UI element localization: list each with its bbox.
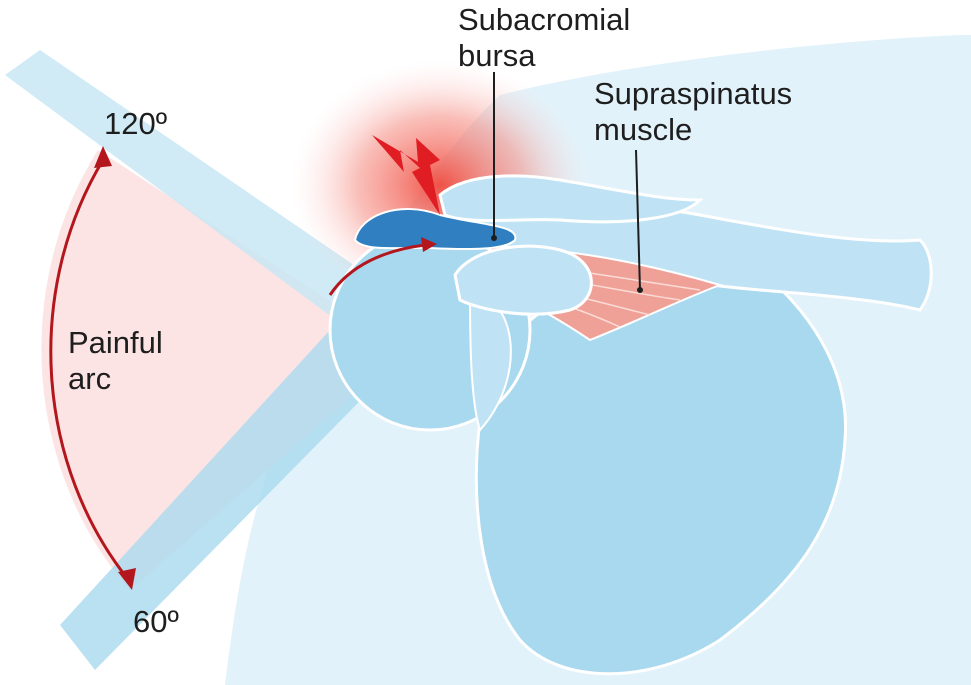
painful-arc-label-line-2: arc xyxy=(68,361,163,397)
muscle-leader-dot xyxy=(637,287,643,293)
angle-120-label: 120º xyxy=(104,106,167,142)
bursa-leader-dot xyxy=(491,235,497,241)
bursa-label-line-1: Subacromial xyxy=(458,2,630,38)
subacromial-bursa-label: Subacromial bursa xyxy=(458,2,630,74)
acromion xyxy=(455,246,591,314)
painful-arc-label: Painful arc xyxy=(68,325,163,397)
angle-60-label: 60º xyxy=(133,604,179,640)
bursa-label-line-2: bursa xyxy=(458,38,630,74)
supraspinatus-label-line-1: Supraspinatus xyxy=(594,76,792,112)
painful-arc-label-line-1: Painful xyxy=(68,325,163,361)
supraspinatus-label: Supraspinatus muscle xyxy=(594,76,792,148)
supraspinatus-label-line-2: muscle xyxy=(594,112,792,148)
